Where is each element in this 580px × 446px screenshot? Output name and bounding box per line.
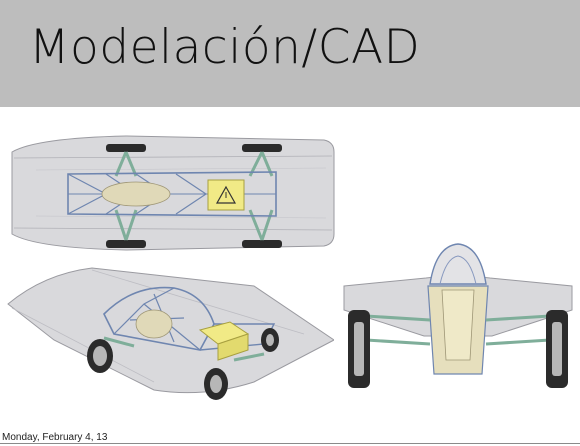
wheel-left xyxy=(348,310,370,388)
slide-title: Modelación/CAD xyxy=(29,20,421,75)
cad-isometric-view xyxy=(7,267,334,400)
footer-divider xyxy=(0,443,580,444)
wheel-right xyxy=(546,310,568,388)
slide-header xyxy=(0,0,580,107)
cad-front-view xyxy=(343,243,573,388)
slide-date: Monday, February 4, 13 xyxy=(2,432,108,443)
warning-triangle-icon xyxy=(215,185,237,204)
cad-top-view xyxy=(11,135,335,251)
wheel-rear-left xyxy=(204,368,228,400)
wheel-rear-right xyxy=(261,328,279,352)
wheel-front xyxy=(87,339,113,373)
